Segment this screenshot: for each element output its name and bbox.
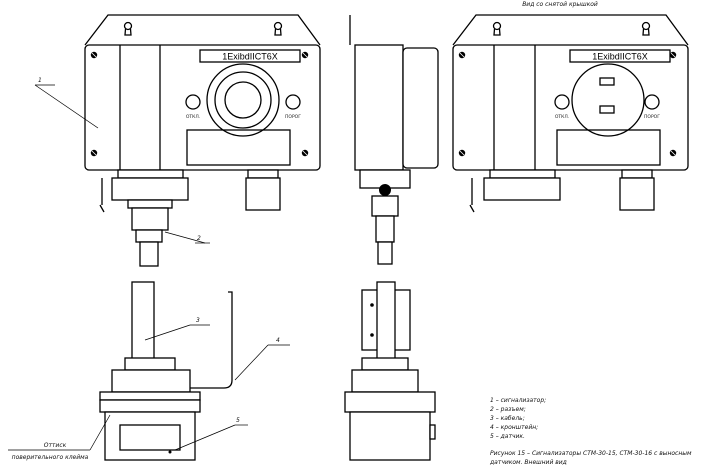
callout-3: 3	[196, 317, 200, 324]
view-cover-removed: Вид со снятой крышкой 1ExibdIICT6X ОТКЛ.…	[452, 1, 689, 213]
side-view	[344, 15, 439, 461]
callout-2: 2	[197, 235, 201, 242]
figure-caption-line1: Рисунок 15 – Сигнализаторы СТМ-30-15, СТ…	[490, 450, 692, 457]
callout-1: 1	[38, 77, 42, 84]
view-title: Вид со снятой крышкой	[522, 1, 598, 8]
marking-label-2: 1ExibdIICT6X	[592, 52, 648, 62]
legend-item: 5 – датчик.	[490, 433, 525, 440]
legend-item: 4 – кронштейн;	[490, 424, 538, 431]
threshold-label-2: ПОРОГ	[644, 114, 660, 120]
legend-item: 3 – кабель;	[490, 415, 525, 422]
off-label-2: ОТКЛ.	[555, 114, 569, 120]
figure-caption-line2: датчиком. Внешний вид	[489, 459, 567, 466]
off-label: ОТКЛ.	[186, 114, 200, 120]
legend-item: 1 – сигнализатор;	[490, 397, 546, 404]
legend-item: 2 – разъем;	[490, 406, 526, 413]
front-view: 1ExibdIICT6X ОТКЛ. ПОРОГ	[84, 14, 321, 461]
threshold-button	[285, 94, 301, 110]
threshold-label: ПОРОГ	[285, 114, 301, 120]
legend: 1 – сигнализатор; 2 – разъем; 3 – кабель…	[489, 397, 692, 466]
callout-4: 4	[276, 337, 280, 344]
callout-5: 5	[236, 417, 240, 424]
marking-label: 1ExibdIICT6X	[222, 52, 278, 62]
stamp-note-line2: поверительного клейма	[12, 454, 89, 461]
stamp-note-line1: Оттиск	[44, 442, 67, 449]
off-button	[185, 94, 201, 110]
callouts: 1 2 3 4 5 Оттиск поверительного клейма	[8, 77, 290, 461]
